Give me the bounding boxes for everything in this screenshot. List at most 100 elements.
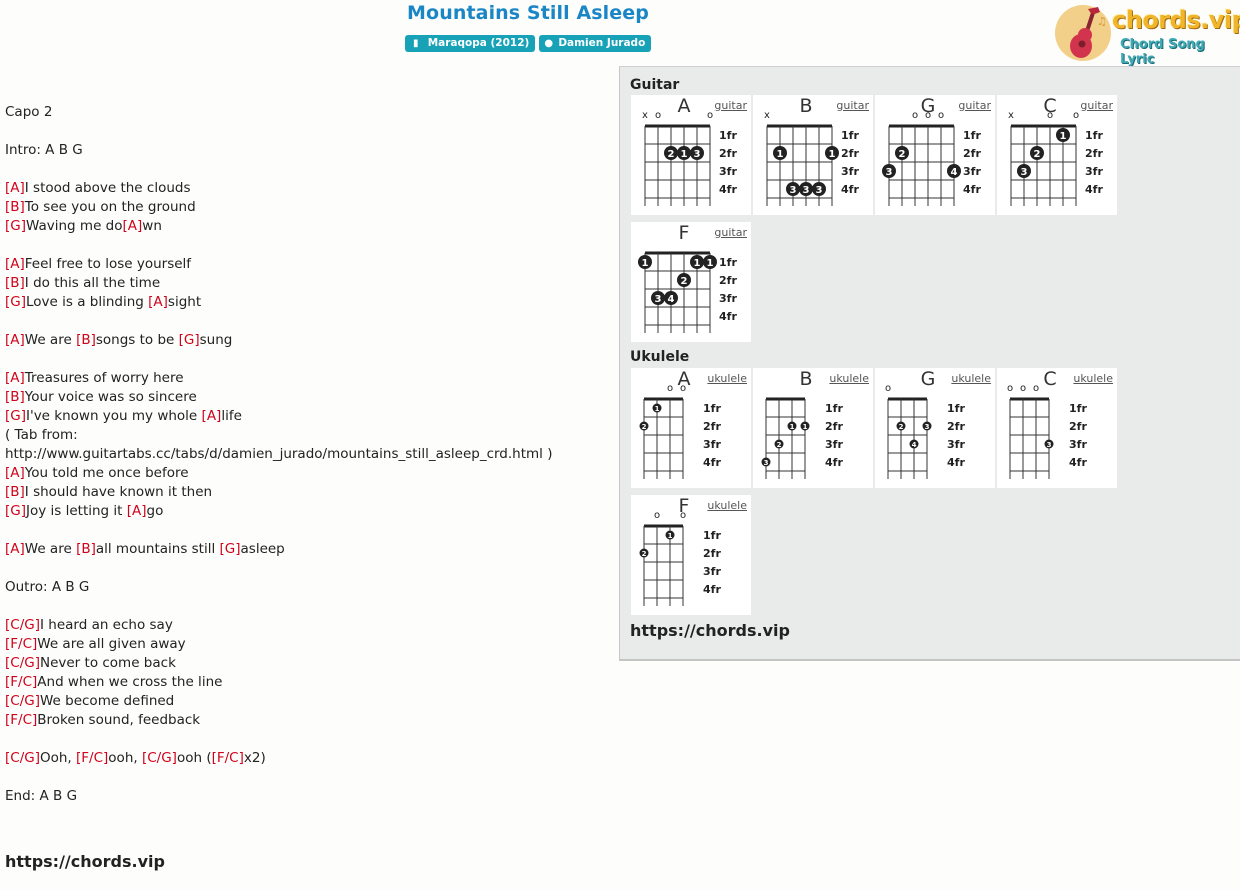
chord-token[interactable]: [B] [5, 484, 25, 500]
instrument-link[interactable]: ukulele [707, 499, 747, 512]
site-logo[interactable]: ♫ chords.vip Chord Song Lyric [1054, 3, 1240, 67]
finger-dot: 2 [677, 273, 691, 287]
chord-token[interactable]: [G] [5, 408, 26, 424]
chord-token[interactable]: [A] [126, 503, 147, 519]
open-string-mark: o [680, 510, 686, 521]
lyric-text: wn [142, 218, 162, 234]
chord-token[interactable]: [G] [178, 332, 200, 348]
chord-token[interactable]: [A] [122, 218, 143, 234]
panel-footer-link[interactable]: https://chords.vip [630, 621, 790, 640]
instrument-link[interactable]: guitar [714, 99, 747, 112]
chord-token[interactable]: [C/G] [5, 750, 40, 766]
fret-number-label: 3fr [963, 165, 981, 178]
artist-badge[interactable]: ●Damien Jurado [539, 35, 652, 52]
lyric-text: Waving me do [26, 218, 123, 234]
finger-dot: 3 [882, 164, 896, 178]
instrument-link[interactable]: ukulele [707, 372, 747, 385]
svg-text:2: 2 [899, 149, 906, 160]
lyric-blank-line [5, 160, 615, 179]
lyric-text: Broken sound, feedback [37, 712, 201, 728]
instrument-link[interactable]: ukulele [1073, 372, 1113, 385]
chord-token[interactable]: [A] [5, 332, 25, 348]
chord-token[interactable]: [F/C] [5, 674, 38, 690]
chord-token[interactable]: [A] [5, 465, 25, 481]
chord-token[interactable]: [F/C] [76, 750, 109, 766]
chord-token[interactable]: [B] [5, 275, 25, 291]
chord-token[interactable]: [A] [5, 541, 25, 557]
lyric-text: Love is a blinding [26, 294, 149, 310]
instrument-link[interactable]: guitar [1080, 99, 1113, 112]
chord-token[interactable]: [A] [5, 370, 25, 386]
guitar-heading: Guitar [630, 77, 680, 93]
chord-token[interactable]: [A] [5, 180, 25, 196]
finger-dot: 3 [812, 182, 826, 196]
chord-token[interactable]: [F/C] [211, 750, 244, 766]
chord-token[interactable]: [B] [76, 332, 96, 348]
instrument-link[interactable]: guitar [836, 99, 869, 112]
chord-token[interactable]: [C/G] [141, 750, 177, 766]
svg-text:1: 1 [642, 258, 649, 269]
lyric-text: We are all given away [37, 636, 186, 652]
svg-text:1: 1 [681, 149, 688, 160]
fret-number-label: 1fr [1069, 402, 1087, 415]
lyric-text: Your voice was so sincere [24, 389, 197, 405]
fret-number-label: 2fr [719, 147, 737, 160]
album-badge[interactable]: ▮Maraqopa (2012) [404, 35, 536, 52]
chord-token[interactable]: [C/G] [5, 693, 40, 709]
chord-token[interactable]: [F/C] [5, 712, 38, 728]
finger-dot: 3 [651, 291, 665, 305]
chord-token[interactable]: [A] [201, 408, 222, 424]
fret-number-label: 3fr [1085, 165, 1103, 178]
finger-dot: 1 [690, 255, 704, 269]
svg-text:2: 2 [681, 276, 688, 287]
chord-name: C [1043, 95, 1057, 117]
chord-token[interactable]: [G] [5, 503, 26, 519]
chord-token[interactable]: [G] [219, 541, 241, 557]
open-string-mark: o [654, 510, 660, 521]
svg-text:4: 4 [912, 441, 917, 449]
lyric-text: And when we cross the line [37, 674, 223, 690]
lyrics-footer-link[interactable]: https://chords.vip [5, 852, 165, 871]
song-title: Mountains Still Asleep [407, 2, 649, 24]
instrument-link[interactable]: guitar [958, 99, 991, 112]
svg-text:1: 1 [655, 405, 660, 413]
fret-number-label: 1fr [703, 402, 721, 415]
chord-token[interactable]: [B] [5, 199, 25, 215]
svg-text:1: 1 [803, 423, 808, 431]
lyric-line: [G]Joy is letting it [A]go [5, 502, 615, 521]
lyric-text: http://www.guitartabs.cc/tabs/d/damien_j… [5, 446, 553, 462]
lyric-text: You told me once before [24, 465, 189, 481]
instrument-link[interactable]: ukulele [951, 372, 991, 385]
finger-dot: 3 [786, 182, 800, 196]
instrument-link[interactable]: guitar [714, 226, 747, 239]
chord-token[interactable]: [F/C] [5, 636, 38, 652]
chord-token[interactable]: [A] [5, 256, 25, 272]
lyric-blank-line [5, 236, 615, 255]
chord-token[interactable]: [G] [5, 218, 26, 234]
lyric-text: Capo 2 [5, 104, 53, 120]
chord-token[interactable]: [A] [148, 294, 168, 310]
chord-token[interactable]: [C/G] [5, 655, 40, 671]
chord-token[interactable]: [C/G] [5, 617, 40, 633]
finger-dot: 1 [638, 255, 652, 269]
instrument-link[interactable]: ukulele [829, 372, 869, 385]
chord-token[interactable]: [B] [76, 541, 96, 557]
lyric-line: [C/G]We become defined [5, 692, 615, 711]
chord-token[interactable]: [B] [5, 389, 25, 405]
lyric-line: [B]I should have known it then [5, 483, 615, 502]
chord-token[interactable]: [G] [5, 294, 26, 310]
lyric-line: [B]I do this all the time [5, 274, 615, 293]
